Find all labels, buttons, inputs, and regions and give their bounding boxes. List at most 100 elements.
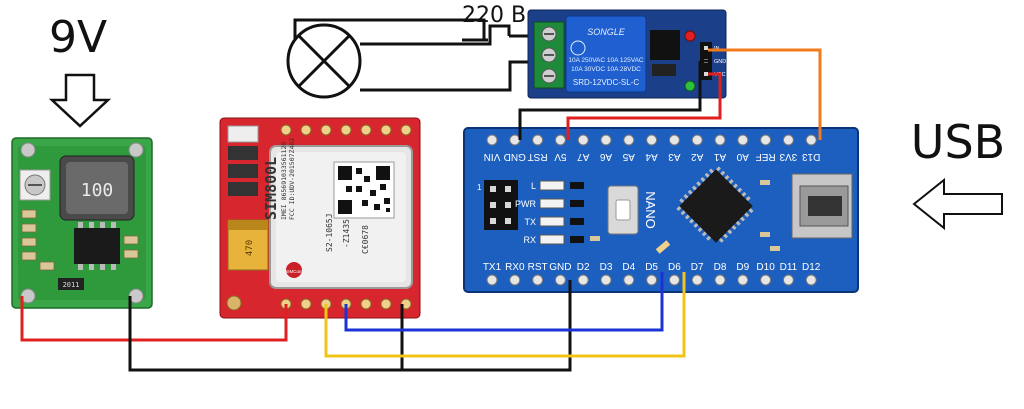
nano-bottom-pin-label: D4 (622, 262, 635, 273)
nano-bottom-pin-label: D10 (756, 262, 775, 273)
nano-top-pin-hole (646, 134, 658, 146)
mcu-pin (679, 198, 685, 204)
sim800l-module: 470 SIM800L IMEI 865691033561120 FCC ID:… (219, 117, 421, 319)
nano-bottom-pin-label: D3 (600, 262, 613, 273)
nano-bottom-pin-hole (600, 274, 612, 286)
nano-bottom-pin-hole (486, 274, 498, 286)
mcu-pin (689, 218, 695, 224)
nano-bottom-pin-hole (782, 274, 794, 286)
voltage-input-label: 9V (49, 12, 107, 63)
nano-top-pin-hole (782, 134, 794, 146)
nano-top-pin-label: A4 (645, 151, 658, 162)
nano-bottom-pin-hole (691, 274, 703, 286)
mcu-pin (706, 235, 712, 241)
mcu-pin (684, 214, 690, 220)
mains-voltage-label: 220 В (462, 3, 526, 28)
nano-bottom-pin-hole (554, 274, 566, 286)
nano-led-label: TX (524, 217, 536, 227)
nano-bottom-pin-hole (668, 274, 680, 286)
nano-top-pin-label: GND (504, 151, 526, 162)
mcu-pin (697, 227, 703, 233)
nano-bottom-pin-label: RST (528, 262, 548, 273)
relay-spec-2: 10A 30VDC 10A 28VDC (571, 66, 641, 73)
nano-top-pin-hole (600, 134, 612, 146)
mcu-pin (691, 185, 697, 191)
wire-yellow-d6 (324, 272, 686, 358)
nano-bottom-pin-label: D9 (736, 262, 749, 273)
nano-top-pin-label: REF (756, 151, 776, 162)
nano-top-pin-label: A6 (599, 151, 612, 162)
nano-bottom-pin-hole (737, 274, 749, 286)
nano-led-label: RX (523, 235, 536, 245)
nano-bottom-pin-label: D7 (691, 262, 704, 273)
nano-top-pin-hole (714, 134, 726, 146)
nano-bottom-pin-label: TX1 (483, 262, 502, 273)
nano-bottom-pin-hole (805, 274, 817, 286)
nano-board-name: NANO (643, 191, 658, 229)
nano-bottom-pin-hole (623, 274, 635, 286)
mcu-pin (693, 222, 699, 228)
nano-top-pin-label: A5 (622, 151, 635, 162)
nano-bottom-pin-label: D11 (780, 262, 798, 273)
nano-led (539, 234, 565, 245)
nano-top-pin-label: VIN (484, 151, 501, 162)
nano-top-pin-label: 5V (554, 151, 567, 162)
capacitor-marking: 470 (245, 240, 255, 256)
relay-module: SONGLE 10A 250VAC 10A 125VAC 10A 30VDC 1… (527, 9, 727, 99)
relay-model: SRD-12VDC-SL-C (573, 78, 639, 87)
nano-bottom-pin-hole (577, 274, 589, 286)
nano-top-pin-label: A3 (668, 151, 681, 162)
down-arrow-icon (48, 73, 112, 128)
nano-bottom-pin-label: D5 (645, 262, 658, 273)
simcom-logo: SIMCom (285, 269, 303, 274)
nano-bottom-pin-hole (714, 274, 726, 286)
nano-led (539, 180, 565, 191)
mcu-pin (731, 225, 737, 231)
nano-bottom-pin-hole (509, 274, 521, 286)
usb-label: USB (911, 115, 1005, 169)
sim-fcc: FCC ID:UDV-201507Z482 (288, 138, 296, 220)
sim-chip-name: SIM800L (262, 157, 280, 220)
nano-top-pin-hole (486, 134, 498, 146)
wire-red-relay-vcc (566, 72, 722, 140)
mcu-pin (683, 193, 689, 199)
nano-top-pin-label: A2 (691, 151, 704, 162)
nano-led-label: PWR (515, 199, 536, 209)
sim-imei: IMEI 865691033561120 (280, 142, 288, 220)
relay-spec-1: 10A 250VAC 10A 125VAC (568, 57, 644, 64)
nano-led-resistor (570, 236, 584, 243)
mcu-pin (737, 187, 743, 193)
nano-top-pin-hole (554, 134, 566, 146)
wire-black-ground (128, 280, 572, 372)
wire-red-power (20, 296, 288, 342)
mains-wire-top (293, 18, 486, 42)
nano-top-pin-hole (805, 134, 817, 146)
nano-bottom-pin-label: RX0 (505, 262, 525, 273)
nano-top-pin-label: A0 (736, 151, 749, 162)
wire-blue-d5 (344, 272, 664, 332)
left-arrow-icon (912, 177, 1003, 231)
nano-top-pin-hole (532, 134, 544, 146)
nano-bottom-pin-hole (646, 274, 658, 286)
mcu-pin (744, 212, 750, 218)
nano-top-pin-hole (577, 134, 589, 146)
lamp-icon (286, 23, 362, 99)
relay-brand: SONGLE (587, 27, 626, 37)
mcu-pin (676, 205, 682, 211)
mcu-pin (680, 210, 686, 216)
mcu-pin (724, 174, 730, 180)
nano-top-pin-label: D13 (802, 151, 821, 162)
nano-bottom-pin-hole (760, 274, 772, 286)
sim-s2: S2-1065J (325, 213, 334, 252)
svg-text:2011: 2011 (63, 281, 80, 289)
mcu-pin (708, 168, 714, 174)
mcu-pin (728, 179, 734, 185)
nano-top-pin-label: RST (528, 151, 548, 162)
nano-bottom-pin-label: D8 (714, 262, 727, 273)
wire-orange-relay-in (708, 48, 822, 140)
nano-top-pin-label: 3V3 (779, 151, 797, 162)
nano-top-pin-hole (668, 134, 680, 146)
